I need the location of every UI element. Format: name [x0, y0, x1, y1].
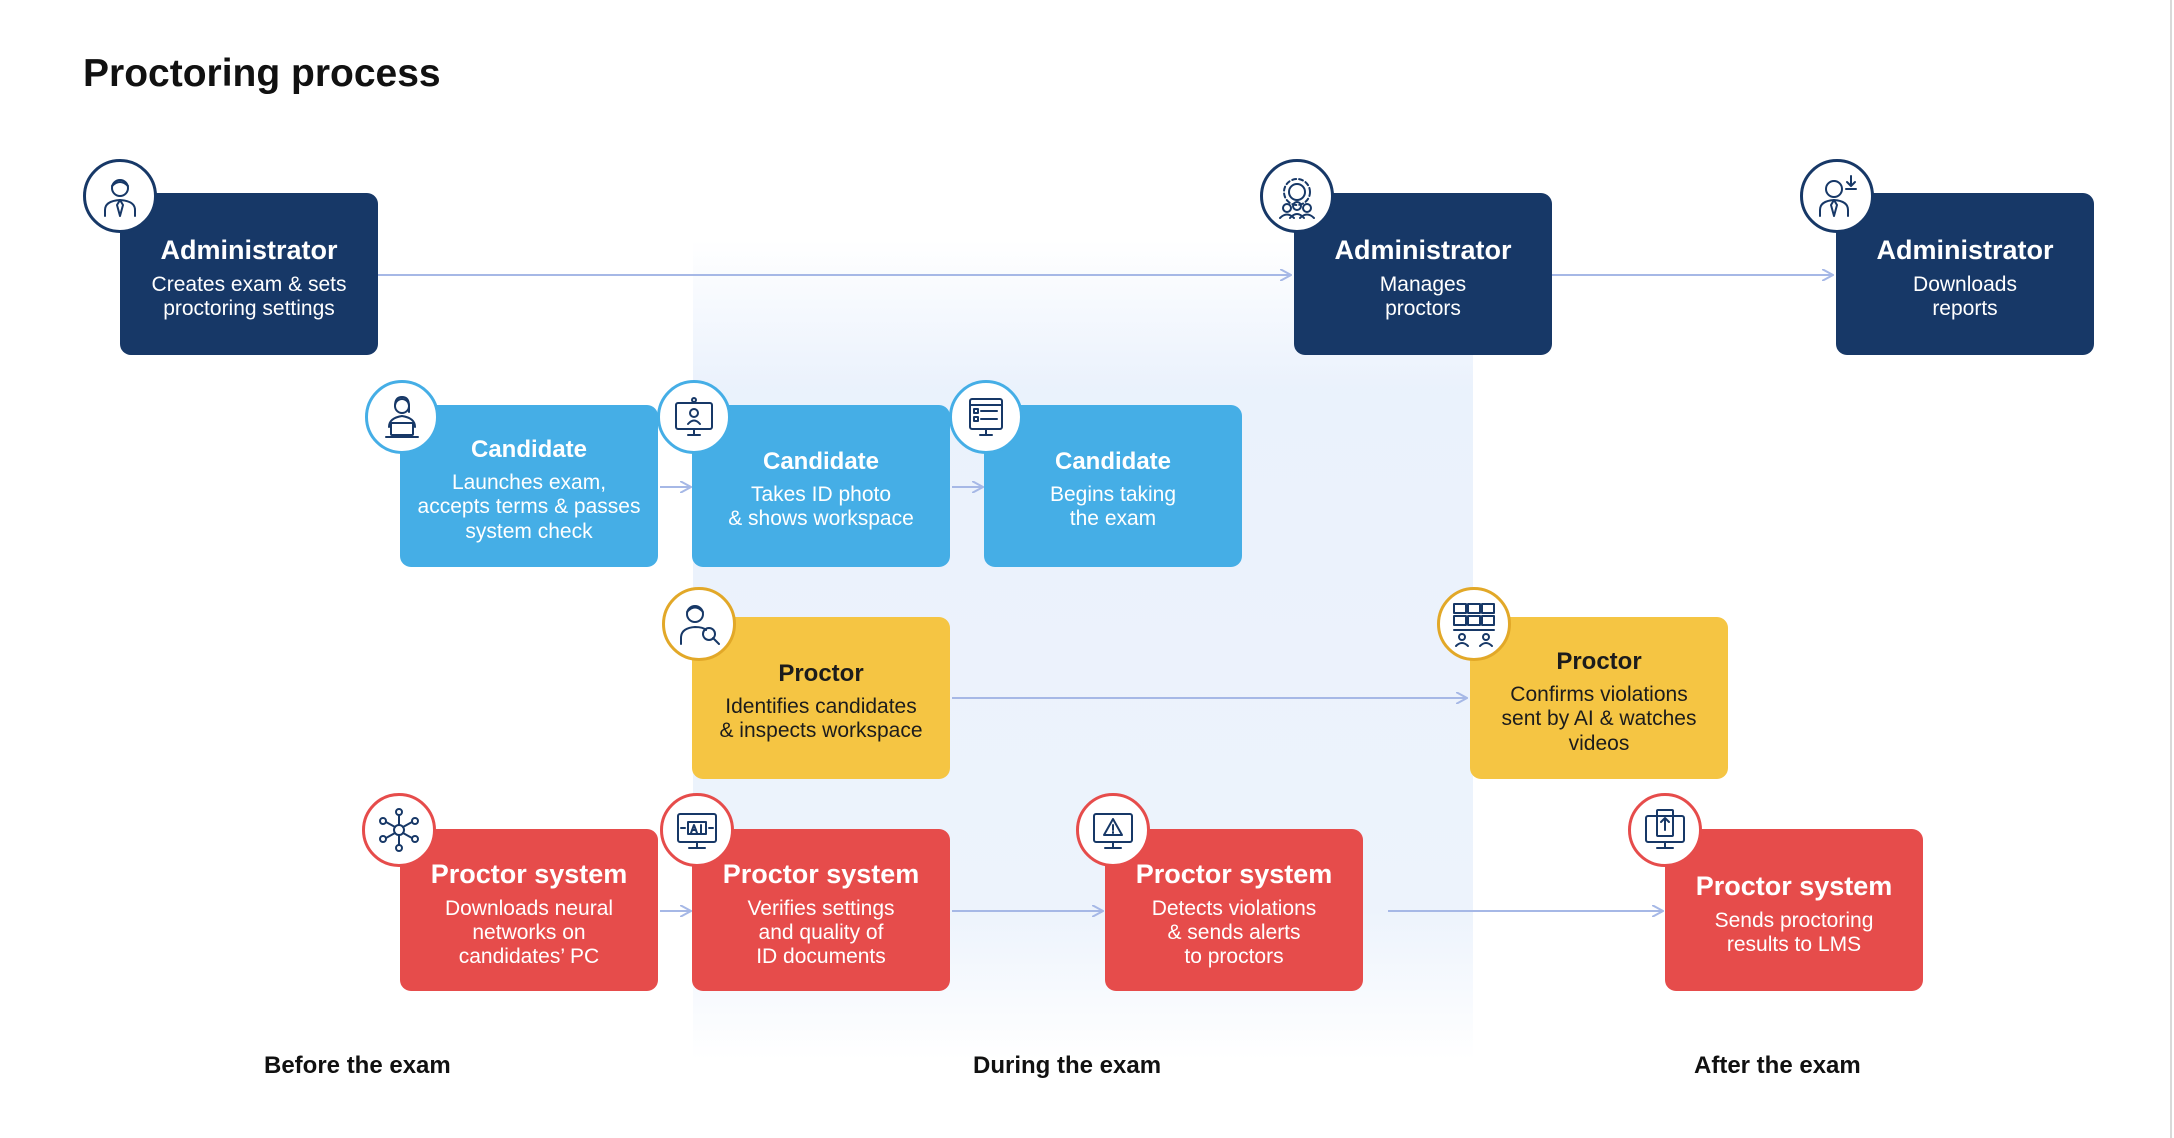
exam-form-icon — [949, 380, 1023, 454]
phase-label-during: During the exam — [973, 1052, 1162, 1079]
card-description: Manages proctors — [1379, 272, 1467, 321]
right-edge-divider — [2170, 0, 2172, 1138]
candidate-laptop-icon — [365, 380, 439, 454]
card-proctor-confirm-violations: Proctor Confirms violations sent by AI &… — [1470, 617, 1728, 779]
card-system-download-networks: Proctor system Downloads neural networks… — [400, 829, 658, 991]
card-description: Creates exam & sets proctoring settings — [151, 272, 347, 321]
card-role: Administrator — [1876, 235, 2054, 266]
card-candidate-launch-exam: Candidate Launches exam, accepts terms &… — [400, 405, 658, 567]
card-description: Takes ID photo & shows workspace — [728, 483, 914, 531]
administrator-icon — [83, 159, 157, 233]
card-role: Proctor system — [1695, 871, 1893, 902]
phase-label-after: After the exam — [1694, 1052, 1861, 1079]
card-administrator-manage-proctors: Administrator Manages proctors — [1294, 193, 1552, 355]
card-description: Begins taking the exam — [1049, 483, 1177, 531]
card-proctor-identify: Proctor Identifies candidates & inspects… — [692, 617, 950, 779]
card-candidate-id-photo: Candidate Takes ID photo & shows workspa… — [692, 405, 950, 567]
card-role: Proctor — [778, 660, 864, 688]
card-description: Downloads reports — [1913, 272, 2017, 321]
alert-monitor-icon — [1076, 793, 1150, 867]
card-role: Candidate — [470, 436, 587, 464]
card-description: Detects violations & sends alerts to pro… — [1151, 896, 1317, 969]
card-description: Verifies settings and quality of ID docu… — [747, 896, 895, 969]
card-system-verify-documents: Proctor system Verifies settings and qua… — [692, 829, 950, 991]
card-role: Proctor system — [1135, 859, 1333, 890]
card-role: Proctor — [1556, 648, 1642, 676]
card-description: Launches exam, accepts terms & passes sy… — [417, 470, 641, 543]
card-system-detect-violations: Proctor system Detects violations & send… — [1105, 829, 1363, 991]
ai-verify-icon — [660, 793, 734, 867]
card-description: Confirms violations sent by AI & watches… — [1501, 682, 1697, 755]
card-system-send-results: Proctor system Sends proctoring results … — [1665, 829, 1923, 991]
card-role: Proctor system — [722, 859, 920, 890]
neural-network-icon — [362, 793, 436, 867]
manage-proctors-icon — [1260, 159, 1334, 233]
page-title: Proctoring process — [83, 52, 441, 95]
video-wall-icon — [1437, 587, 1511, 661]
card-role: Proctor system — [430, 859, 628, 890]
card-role: Administrator — [160, 235, 338, 266]
card-administrator-create-exam: Administrator Creates exam & sets procto… — [120, 193, 378, 355]
download-reports-icon — [1800, 159, 1874, 233]
card-description: Sends proctoring results to LMS — [1714, 908, 1874, 957]
proctor-inspect-icon — [662, 587, 736, 661]
card-description: Identifies candidates & inspects workspa… — [719, 695, 923, 743]
card-candidate-begin-exam: Candidate Begins taking the exam — [984, 405, 1242, 567]
phase-label-before: Before the exam — [264, 1052, 451, 1079]
card-role: Administrator — [1334, 235, 1512, 266]
card-administrator-download-reports: Administrator Downloads reports — [1836, 193, 2094, 355]
upload-results-icon — [1628, 793, 1702, 867]
card-role: Candidate — [762, 448, 879, 476]
card-description: Downloads neural networks on candidates’… — [444, 896, 614, 969]
id-photo-icon — [657, 380, 731, 454]
card-role: Candidate — [1054, 448, 1171, 476]
